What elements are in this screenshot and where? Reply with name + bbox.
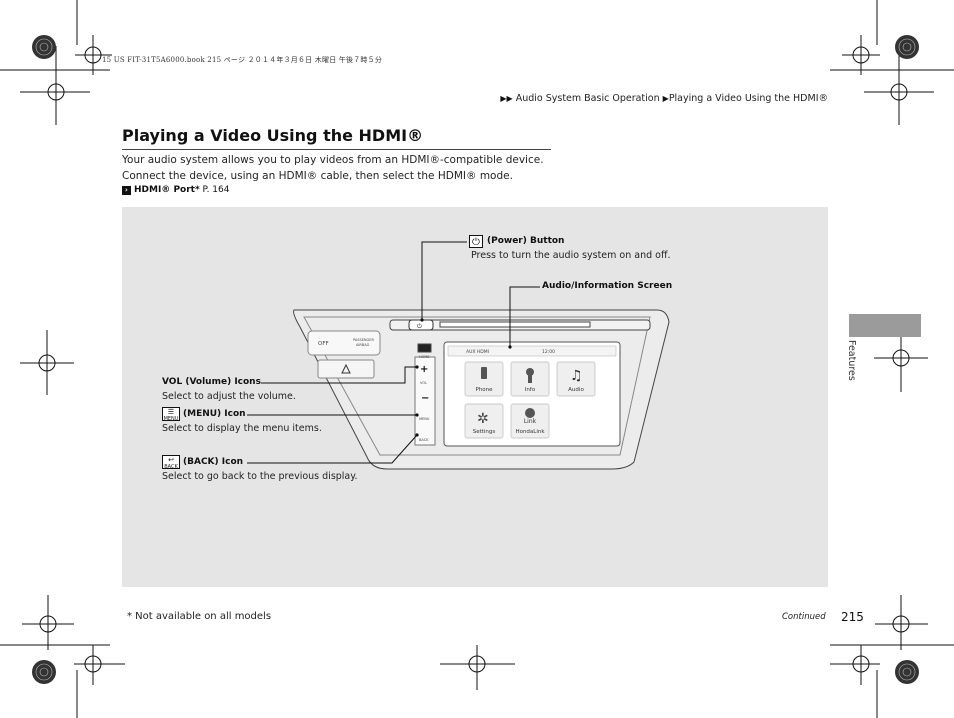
reference-label: HDMI® Port* xyxy=(134,185,200,195)
power-icon: ⏻ xyxy=(469,235,483,248)
back-label: BACK xyxy=(419,438,429,442)
reference-page: P. 164 xyxy=(202,185,230,195)
power-symbol-icon: ⏻ xyxy=(417,323,422,330)
status-clock: 12:00 xyxy=(542,349,555,355)
footnote: * Not available on all models xyxy=(127,611,272,622)
breadcrumb-parent[interactable]: Audio System Basic Operation xyxy=(515,93,660,104)
continued-label: Continued xyxy=(782,612,826,622)
title-divider xyxy=(122,149,551,150)
svg-text:✲: ✲ xyxy=(477,411,489,427)
vol-callout-title: VOL (Volume) Icons xyxy=(162,377,261,387)
tile-audio-label: Audio xyxy=(568,387,584,393)
menu-icon-text: MENU xyxy=(163,416,179,422)
intro-text-line-2: Connect the device, using an HDMI® cable… xyxy=(122,170,513,182)
section-tab-label: Features xyxy=(846,340,857,381)
home-label: HOME xyxy=(419,355,430,359)
power-callout-title: (Power) Button xyxy=(487,236,565,246)
tile-hondalink-label: HondaLink xyxy=(515,429,545,435)
screen-callout-title: Audio/Information Screen xyxy=(542,281,673,291)
airbag-label-2: AIRBAG xyxy=(356,343,370,347)
back-callout-desc: Select to go back to the previous displa… xyxy=(162,471,358,482)
back-icon: ↩BACK xyxy=(162,455,180,470)
svg-text:♫: ♫ xyxy=(570,368,583,384)
page-number: 215 xyxy=(841,610,864,624)
hondalink-logo-text: Link xyxy=(524,418,537,425)
power-callout-desc: Press to turn the audio system on and of… xyxy=(471,250,671,261)
tile-phone-label: Phone xyxy=(475,387,493,393)
tile-info-label: Info xyxy=(525,387,536,393)
breadcrumb-current: Playing a Video Using the HDMI® xyxy=(668,93,828,104)
vol-callout-desc: Select to adjust the volume. xyxy=(162,391,296,402)
section-tab[interactable] xyxy=(849,314,921,337)
intro-text-line-1: Your audio system allows you to play vid… xyxy=(122,154,544,166)
breadcrumb: ▶▶ Audio System Basic Operation ▶Playing… xyxy=(500,93,828,104)
menu-label: MENU xyxy=(419,417,430,421)
breadcrumb-arrow-icon: ▶ xyxy=(662,94,669,103)
dashboard-illustration: ♫ ✲ Phone Info Audio Settings HondaLink … xyxy=(247,241,670,470)
page-title: Playing a Video Using the HDMI® xyxy=(122,126,424,145)
reference-link[interactable]: HDMI® Port* P. 164 xyxy=(134,185,229,195)
back-callout-title: (BACK) Icon xyxy=(183,457,244,467)
breadcrumb-arrow-icon: ▶▶ xyxy=(500,94,513,103)
status-source: AUX HDMI xyxy=(466,349,489,355)
vol-down-icon: − xyxy=(421,393,429,404)
print-header: 15 US FIT-31T5A6000.book 215 ページ ２０１４年３月… xyxy=(102,56,383,64)
menu-callout-title: (MENU) Icon xyxy=(183,409,246,419)
reference-arrow-icon: › xyxy=(122,186,131,195)
tile-settings-label: Settings xyxy=(473,429,496,435)
vol-label: VOL xyxy=(420,381,427,385)
menu-icon: ☰MENU xyxy=(162,407,180,422)
vol-up-icon: + xyxy=(420,364,428,375)
back-icon-text: BACK xyxy=(164,464,178,470)
menu-callout-desc: Select to display the menu items. xyxy=(162,423,322,434)
airbag-label-1: PASSENGER xyxy=(353,338,374,342)
airbag-off-label: OFF xyxy=(318,341,329,347)
